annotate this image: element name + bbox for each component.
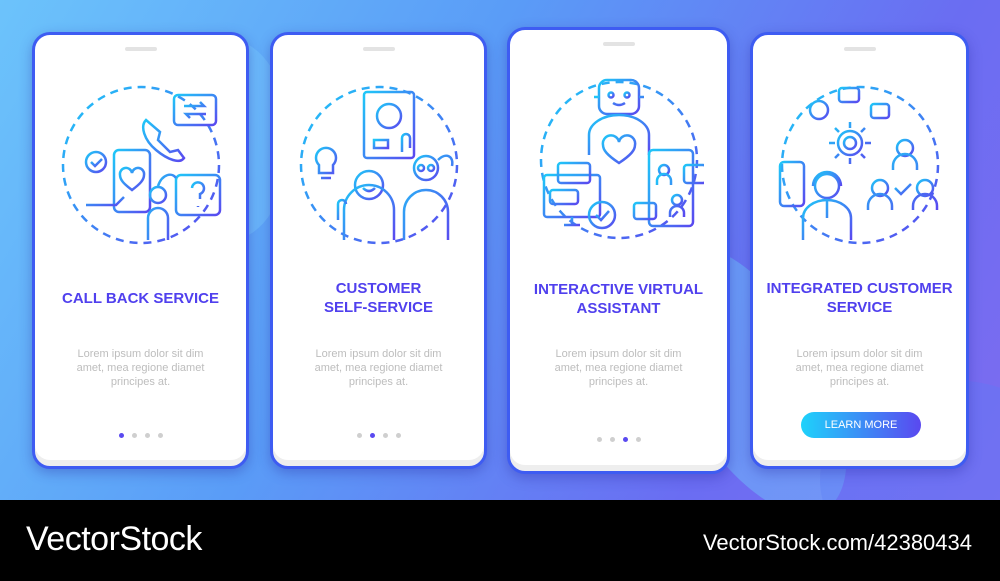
chatbot-robot-icon [539,78,704,240]
page-dot-2[interactable] [609,437,615,442]
page-dot-4[interactable] [395,433,401,438]
speaker-notch [843,47,876,51]
onboarding-screen-self-service: CUSTOMER SELF-SERVICE Lorem ipsum dolor … [270,32,487,469]
speaker-notch [602,42,635,46]
self-service-kiosk-icon [299,85,458,245]
onboarding-screen-call-back: CALL BACK SERVICE Lorem ipsum dolor sit … [32,32,249,469]
page-dot-4[interactable] [157,433,163,438]
speaker-notch [362,47,395,51]
support-agent-network-icon [778,85,939,245]
page-dot-1[interactable] [596,437,602,442]
learn-more-button[interactable]: LEARN MORE [801,412,921,438]
screen-title: INTERACTIVE VIRTUAL ASSISTANT [533,281,704,317]
screen-title: CALL BACK SERVICE [62,290,219,307]
onboarding-screen-virtual-assistant: INTERACTIVE VIRTUAL ASSISTANT Lorem ipsu… [507,27,730,474]
page-dot-2[interactable] [131,433,137,438]
screen-title: INTEGRATED CUSTOMER SERVICE [766,280,953,316]
image-id: VectorStock.com/42380434 [702,530,972,555]
screen-description: Lorem ipsum dolor sit dim amet, mea regi… [795,348,924,388]
page-dot-1[interactable] [356,433,362,438]
screen-description: Lorem ipsum dolor sit dim amet, mea regi… [76,348,205,388]
screen-description: Lorem ipsum dolor sit dim amet, mea regi… [554,348,683,388]
phone-call-back-icon [61,85,221,245]
screen-description: Lorem ipsum dolor sit dim amet, mea regi… [314,348,443,388]
page-dot-1[interactable] [118,433,124,438]
vectorstock-logo: VectorStock [26,520,202,558]
page-dot-3[interactable] [382,433,388,438]
pagination-dots[interactable] [35,425,246,443]
page-dot-4[interactable] [635,437,641,442]
onboarding-screen-integrated-service: INTEGRATED CUSTOMER SERVICE Lorem ipsum … [750,32,969,469]
page-dot-2[interactable] [369,433,375,438]
page-dot-3[interactable] [622,437,628,442]
speaker-notch [124,47,157,51]
page-dot-3[interactable] [144,433,150,438]
watermark-footer: VectorStock VectorStock.com/42380434 [0,500,1000,581]
screen-title: CUSTOMER SELF-SERVICE [324,280,433,316]
pagination-dots[interactable] [510,429,727,447]
pagination-dots[interactable] [273,425,484,443]
